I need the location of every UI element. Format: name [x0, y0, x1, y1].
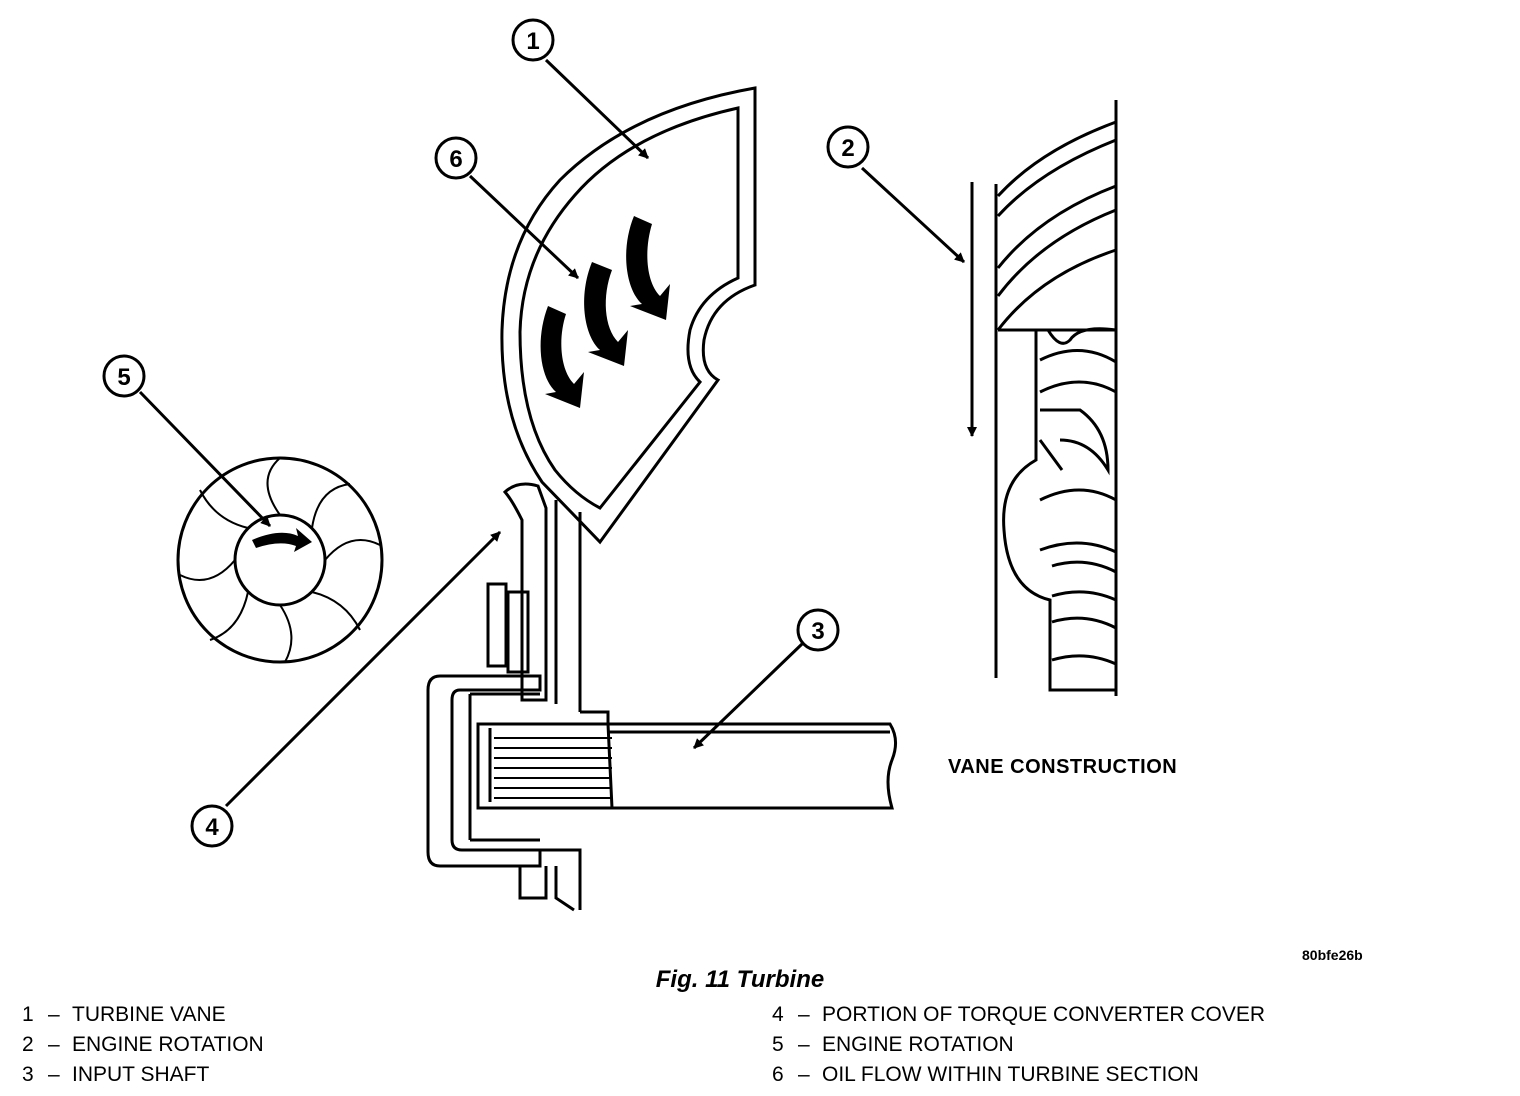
legend-number: 1 [22, 1003, 34, 1026]
legend-item: 5–ENGINE ROTATION [772, 1030, 1265, 1060]
callout-2: 2 [826, 125, 870, 169]
legend-dash: – [798, 1003, 810, 1026]
leader-arrows [138, 58, 966, 808]
vane-construction [994, 100, 1118, 696]
legend-item: 6–OIL FLOW WITHIN TURBINE SECTION [772, 1060, 1265, 1090]
legend-text: ENGINE ROTATION [822, 1033, 1014, 1056]
svg-text:4: 4 [205, 814, 219, 841]
turbine-vane [500, 86, 757, 545]
callout-4: 4 [190, 804, 234, 848]
svg-text:5: 5 [117, 364, 130, 391]
leader-arrow-5 [138, 390, 272, 528]
legend-text: ENGINE ROTATION [72, 1033, 264, 1056]
callout-6: 6 [434, 136, 478, 180]
callout-3: 3 [796, 608, 840, 652]
legend-text: INPUT SHAFT [72, 1063, 210, 1086]
callouts: 1 2 3 4 5 6 [102, 18, 870, 848]
turbine-wheel [176, 456, 384, 664]
legend-item: 3–INPUT SHAFT [22, 1060, 264, 1090]
leader-arrow-6 [468, 174, 580, 280]
legend-text: OIL FLOW WITHIN TURBINE SECTION [822, 1063, 1199, 1086]
svg-text:6: 6 [449, 146, 462, 173]
legend-number: 4 [772, 1003, 784, 1026]
turbine-diagram: 1 2 3 4 5 6 [102, 18, 1118, 912]
legend-dash: – [798, 1033, 810, 1056]
torque-converter-cover [426, 482, 610, 912]
legend-number: 3 [22, 1063, 34, 1086]
svg-text:2: 2 [841, 135, 854, 162]
legend-dash: – [798, 1063, 810, 1086]
legend-right: 4–PORTION OF TORQUE CONVERTER COVER 5–EN… [772, 1000, 1265, 1090]
legend-item: 1–TURBINE VANE [22, 1000, 264, 1030]
legend-number: 6 [772, 1063, 784, 1086]
vane-construction-label: VANE CONSTRUCTION [948, 756, 1178, 778]
leader-arrow-1 [544, 58, 650, 160]
leader-arrow-3 [692, 642, 804, 750]
input-shaft [476, 722, 897, 810]
legend-left: 1–TURBINE VANE 2–ENGINE ROTATION 3–INPUT… [22, 1000, 264, 1090]
legend-dash: – [48, 1033, 60, 1056]
legend-dash: – [48, 1063, 60, 1086]
legend-text: PORTION OF TORQUE CONVERTER COVER [822, 1003, 1266, 1026]
figure-title: Fig. 11 Turbine [655, 966, 825, 993]
callout-1: 1 [511, 18, 555, 62]
leader-arrow-2 [860, 166, 966, 264]
svg-text:3: 3 [811, 618, 824, 645]
legend-number: 5 [772, 1033, 784, 1056]
leader-arrow-4 [224, 530, 502, 808]
legend-item: 4–PORTION OF TORQUE CONVERTER COVER [772, 1000, 1265, 1030]
svg-text:1: 1 [526, 28, 539, 55]
legend-item: 2–ENGINE ROTATION [22, 1030, 264, 1060]
figure-code: 80bfe26b [1302, 947, 1363, 963]
legend-text: TURBINE VANE [72, 1003, 226, 1026]
legend-number: 2 [22, 1033, 34, 1056]
oil-flow-arrows [540, 216, 670, 408]
callout-5: 5 [102, 354, 146, 398]
legend-dash: – [48, 1003, 60, 1026]
